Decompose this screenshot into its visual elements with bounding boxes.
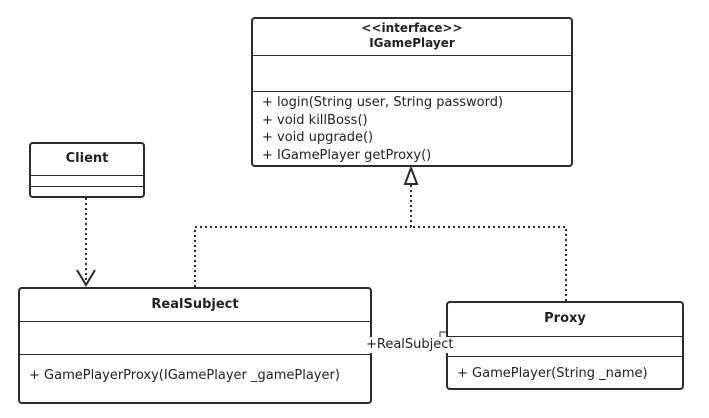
proxy-realization-line — [411, 226, 567, 301]
interface-class-box[interactable]: <<interface>> IGamePlayer + login(String… — [251, 17, 573, 167]
client-name: Client — [31, 144, 143, 176]
interface-stereotype: <<interface>> — [361, 21, 463, 35]
interface-operations: + login(String user, String password) + … — [253, 92, 571, 164]
client-attributes — [31, 176, 143, 187]
interface-name: IGamePlayer — [369, 36, 455, 50]
interface-header: <<interface>> IGamePlayer — [253, 19, 571, 56]
proxy-attributes — [448, 337, 682, 357]
realsubject-class-box[interactable]: RealSubject + GamePlayerProxy(IGamePlaye… — [18, 287, 372, 404]
interface-attributes — [253, 56, 571, 92]
proxy-operation-constructor: + GamePlayer(String _name) — [457, 366, 648, 381]
realsubject-name: RealSubject — [20, 289, 370, 322]
proxy-class-box[interactable]: Proxy + GamePlayer(String _name) — [446, 301, 684, 390]
realsubject-operation-constructor: + GamePlayerProxy(IGamePlayer _gamePlaye… — [29, 368, 340, 383]
interface-operation-upgrade: + void upgrade() — [262, 130, 374, 145]
realsubject-realization-line — [194, 226, 411, 287]
interface-operation-killboss: + void killBoss() — [262, 112, 368, 128]
realsubject-attributes — [20, 322, 370, 355]
interface-operation-getproxy: + IGamePlayer getProxy() — [262, 147, 432, 163]
realization-hollow-triangle — [403, 165, 419, 185]
client-operations — [31, 187, 143, 196]
proxy-name: Proxy — [448, 303, 682, 337]
association-role-label: +RealSubject — [366, 337, 454, 353]
interface-operation-login: + login(String user, String password) — [262, 95, 504, 110]
dependency-open-arrowhead — [76, 269, 96, 287]
proxy-operations: + GamePlayer(String _name) — [448, 357, 682, 383]
realsubject-operations: + GamePlayerProxy(IGamePlayer _gamePlaye… — [20, 355, 370, 385]
client-class-box[interactable]: Client — [29, 142, 145, 198]
